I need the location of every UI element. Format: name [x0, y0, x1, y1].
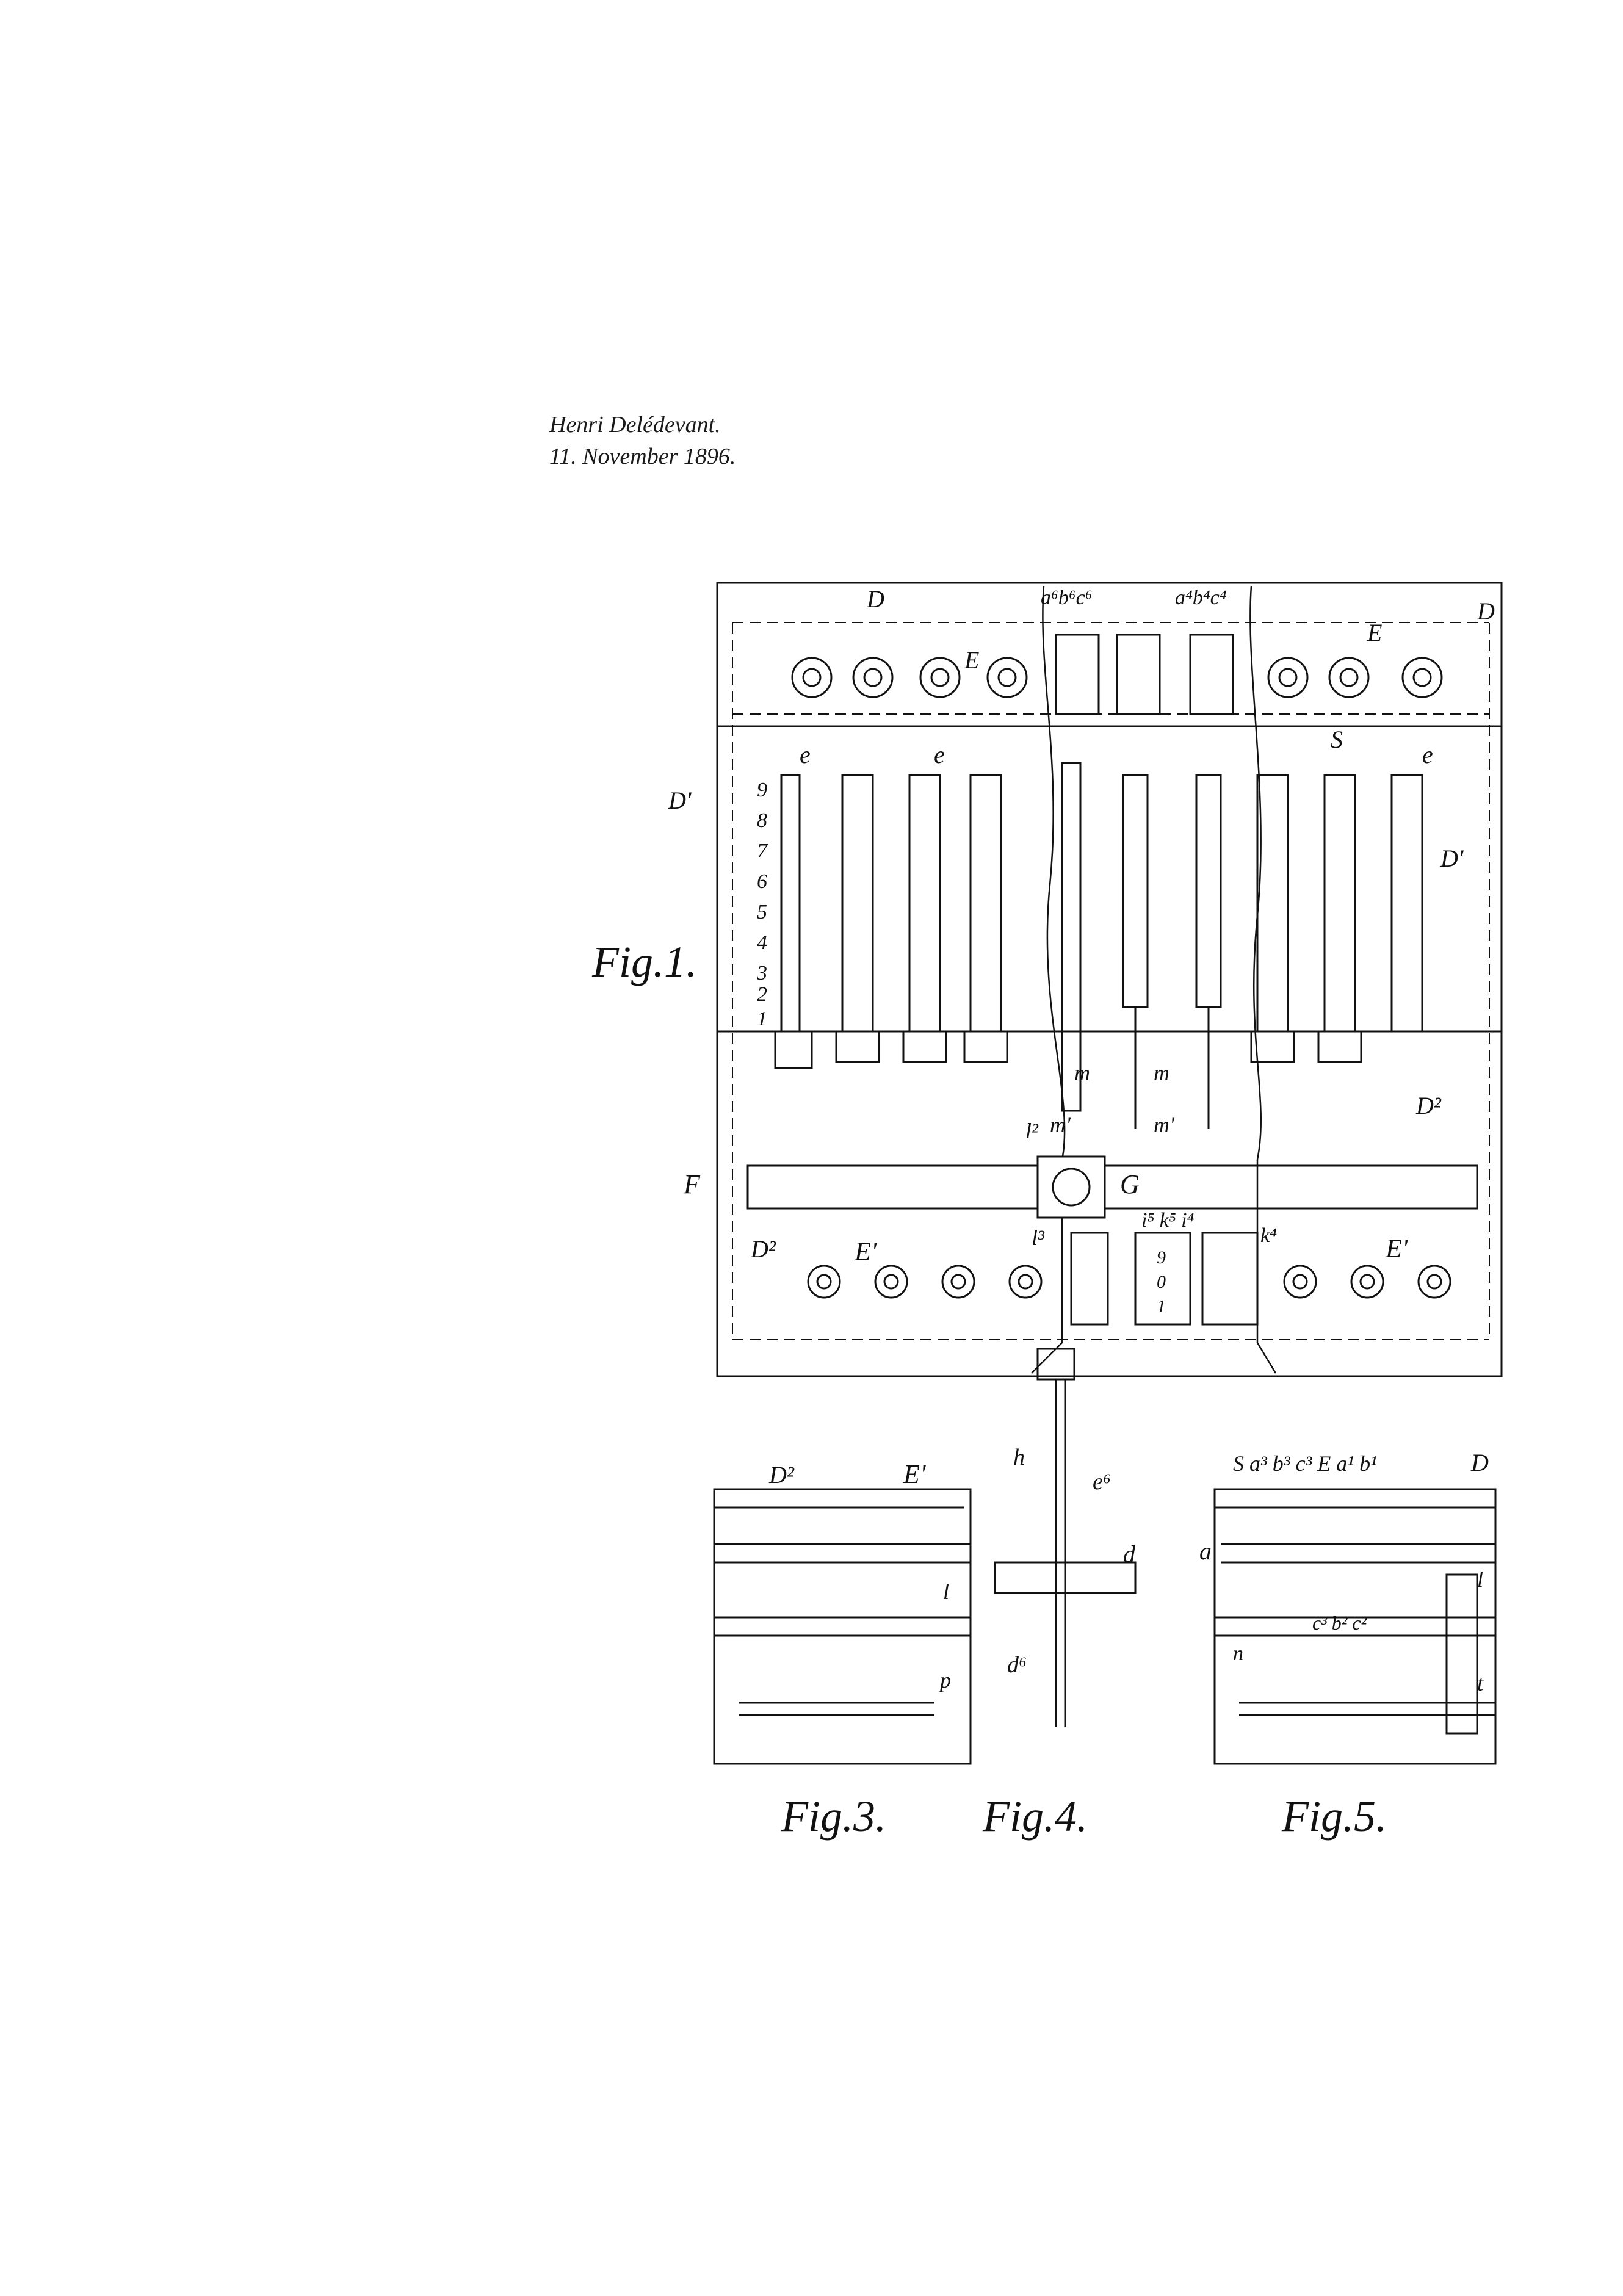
label-fig3-p: p [938, 1668, 951, 1692]
fig1-caption: Fig.1. [591, 937, 697, 986]
fig1-frame [716, 582, 1503, 1377]
label-fig4-e6: e⁶ [1093, 1469, 1111, 1495]
label-F: F [683, 1169, 701, 1199]
label-fig5-n: n [1233, 1642, 1243, 1665]
label-e: e [800, 741, 811, 768]
label-fig3-l: l [943, 1579, 949, 1604]
counter-1: 1 [1157, 1296, 1166, 1316]
label-m-2: m [1154, 1061, 1169, 1085]
fig3-caption: Fig.3. [781, 1792, 886, 1841]
fig3-frame [713, 1488, 972, 1765]
label-m1-2: m' [1154, 1113, 1175, 1137]
label-fig5-low: c³ b² c² [1312, 1612, 1368, 1634]
label-a6b6c6: a⁶b⁶c⁶ [1041, 587, 1093, 609]
label-k4: k⁴ [1260, 1224, 1277, 1247]
label-fig5-l: l [1477, 1567, 1483, 1592]
label-i5k5i4: i⁵ k⁵ i⁴ [1141, 1209, 1195, 1232]
label-D2-low: D² [750, 1235, 776, 1263]
label-m1: m' [1050, 1113, 1071, 1137]
label-fig5-a: a [1199, 1537, 1212, 1565]
label-D-right: D [1477, 597, 1495, 625]
label-fig3-D2: D² [768, 1461, 795, 1489]
block-G [1036, 1155, 1106, 1219]
label-fig4-d6: d⁶ [1007, 1652, 1027, 1678]
fig5-caption: Fig.5. [1281, 1792, 1387, 1841]
digit-5: 5 [757, 901, 767, 923]
digit-7: 7 [757, 840, 768, 862]
counter-0: 0 [1157, 1272, 1166, 1292]
digit-1: 1 [757, 1008, 767, 1030]
label-m: m [1074, 1061, 1090, 1085]
digit-6: 6 [757, 870, 767, 893]
digit-8: 8 [757, 809, 767, 832]
inventor-name: Henri Delédevant. [549, 412, 721, 438]
label-E: E [964, 646, 979, 674]
label-S: S [1331, 726, 1343, 753]
digit-4: 4 [757, 931, 767, 954]
patent-header: Henri Delédevant. 11. November 1896. [549, 409, 736, 472]
label-D1: D' [668, 787, 692, 814]
label-fig4-h: h [1013, 1445, 1025, 1470]
label-fig3-E1: E' [903, 1459, 927, 1489]
label-E1-right: E' [1385, 1233, 1409, 1263]
fig4-caption: Fig.4. [982, 1792, 1088, 1841]
label-l3: l³ [1032, 1226, 1045, 1250]
label-G: G [1120, 1169, 1140, 1199]
label-fig5-D: D [1470, 1449, 1489, 1476]
digit-3: 3 [756, 962, 767, 984]
label-e-3: e [1422, 741, 1433, 768]
label-D: D [866, 585, 884, 613]
digit-2: 2 [757, 983, 767, 1006]
label-fig5-top: S a³ b³ c³ E a¹ b¹ [1233, 1451, 1377, 1476]
patent-date: 11. November 1896. [549, 444, 736, 469]
label-l2: l² [1025, 1119, 1039, 1143]
label-D2: D² [1415, 1092, 1442, 1119]
label-fig5-t: t [1477, 1671, 1484, 1695]
counter-9: 9 [1157, 1247, 1166, 1268]
label-a4b4c4: a⁴b⁴c⁴ [1175, 587, 1227, 609]
label-e-2: e [934, 741, 945, 768]
digit-9: 9 [757, 779, 767, 801]
label-E1: E' [854, 1236, 878, 1266]
label-fig4-d: d [1123, 1540, 1136, 1568]
bar-F [746, 1164, 1478, 1210]
label-E-right: E [1367, 619, 1382, 646]
label-D1-right: D' [1440, 845, 1464, 872]
